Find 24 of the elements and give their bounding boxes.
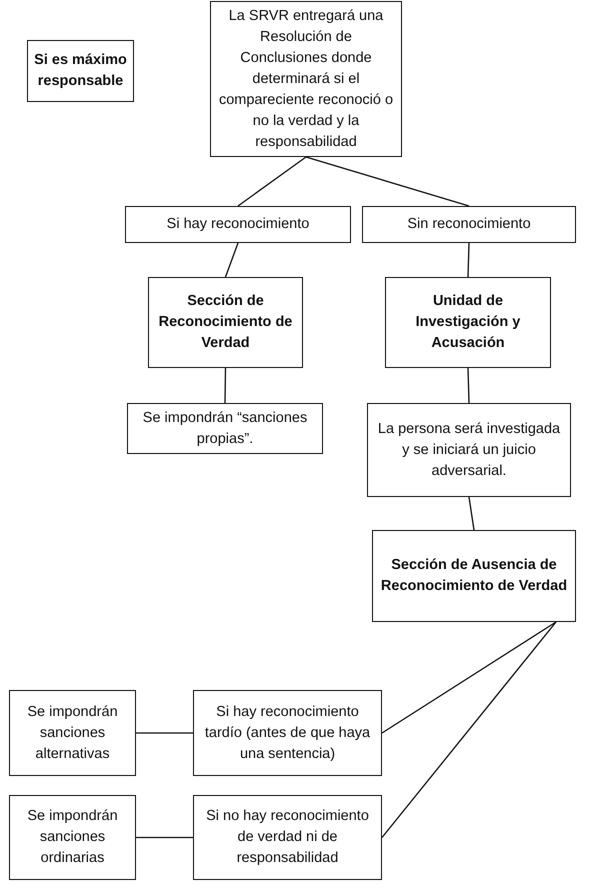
connector-line [306, 156, 470, 207]
connector-line [467, 242, 470, 278]
process-box: Unidad de Investigación y Acusación [385, 277, 551, 368]
process-box: Se impondrán sanciones alternativas [9, 690, 136, 776]
connector-line [136, 732, 193, 734]
title-box: Si es máximo responsable [27, 40, 134, 102]
decision-box: Si hay reconocimiento tardío (antes de que haya una sentencia) [193, 690, 382, 776]
connector-line [468, 496, 475, 530]
decision-box: Si hay reconocimiento [125, 206, 351, 243]
process-box: Sección de Ausencia de Reconocimiento de Verdad [372, 530, 576, 622]
decision-box: Sin reconocimiento [362, 206, 576, 243]
connector-line [382, 621, 556, 734]
process-box: Se impondrán “sanciones propias”. [127, 403, 323, 454]
process-box: Sección de Reconocimiento de Verdad [148, 277, 303, 368]
decision-box: Si no hay reconocimiento de verdad ni de responsabilidad [193, 795, 382, 880]
process-box: La SRVR entregará una Resolución de Conclusiones donde determinará si el compareciente reconoció o no la verdad y la responsabilidad [210, 1, 402, 157]
process-box: Se impondrán sanciones ordinarias [9, 795, 136, 880]
process-box: La persona será investigada y se iniciará un juicio adversarial. [367, 403, 571, 497]
connector-line [224, 368, 226, 403]
connector-line [382, 622, 556, 838]
connector-line [136, 836, 193, 838]
connector-line [224, 242, 239, 278]
connector-line [238, 156, 306, 207]
connector-line [467, 368, 470, 404]
